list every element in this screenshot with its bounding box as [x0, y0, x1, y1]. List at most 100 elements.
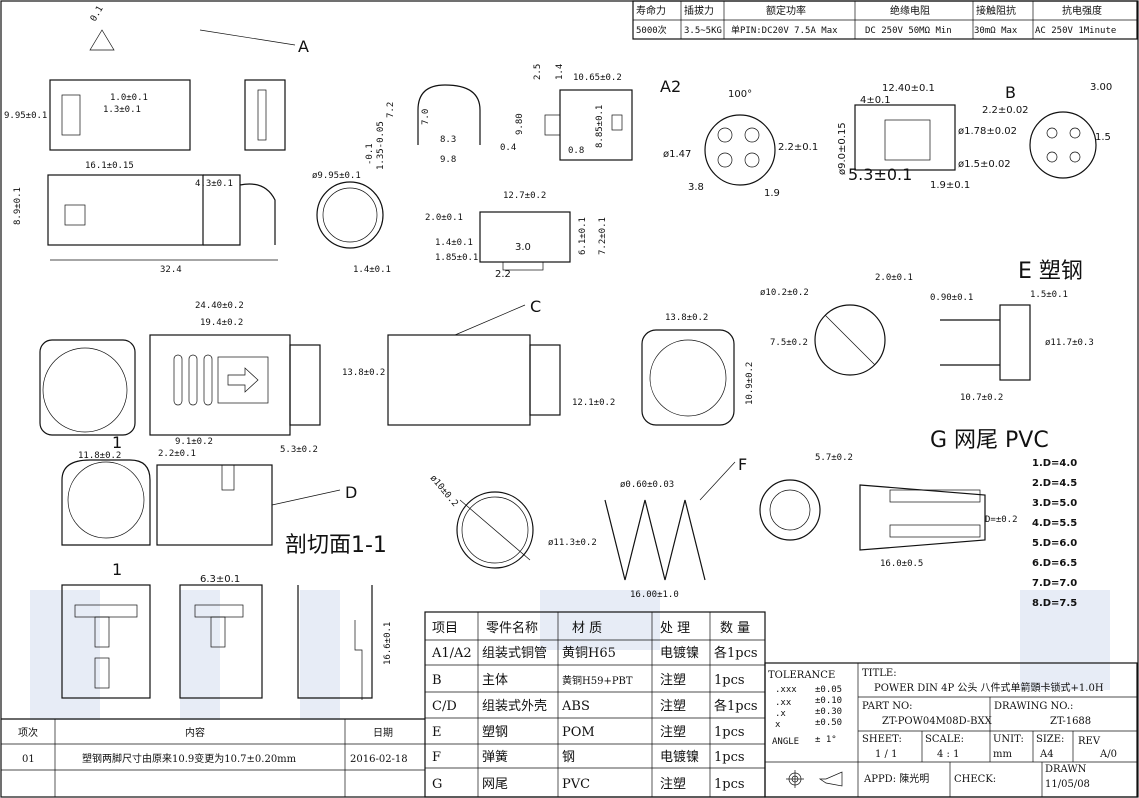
dim: 12.40±0.1: [882, 83, 935, 94]
revision-header: 日期: [373, 727, 393, 739]
bom-cell: E: [432, 725, 442, 740]
bom-cell: 电镀镍: [660, 645, 699, 661]
tol-key: .x: [775, 709, 786, 719]
dim: 7.5±0.2: [770, 338, 808, 348]
revision-cell: 2016-02-18: [350, 754, 408, 765]
unit: mm: [993, 749, 1012, 760]
dim: ø10.2±0.2: [760, 288, 809, 298]
projection-symbol-icon: [786, 770, 843, 788]
dim: 2.0±0.1: [875, 273, 913, 283]
dim: 7.2±0.1: [598, 217, 608, 255]
angle-label: ANGLE: [772, 737, 799, 747]
dim: 16.0±0.5: [880, 559, 923, 569]
part-a2-views: A2 2.5 10.65±0.2 1.4 9.80 8.85±0.1 0.8 1…: [425, 64, 681, 280]
dim: 8.9±0.1: [13, 187, 23, 225]
dim: ø1.5±0.02: [958, 159, 1011, 170]
tol-value: ±0.30: [815, 707, 842, 717]
rev-label: REV: [1078, 736, 1101, 747]
bom-cell: 弹簧: [482, 749, 508, 765]
bom-cell: G: [432, 777, 442, 792]
part-e-views: ø10.2±0.2 2.0±0.1 7.5±0.2 E 塑钢 0.90±0.1 …: [760, 259, 1094, 403]
dim: 1.4±0.1: [435, 238, 473, 248]
dim: 100°: [728, 89, 752, 100]
dim: 16.6±0.1: [383, 622, 393, 665]
sheet-label: SHEET:: [862, 734, 902, 745]
dim: 4.3±0.1: [195, 179, 233, 189]
bom-header: 数 量: [720, 621, 750, 636]
dim: 8.3: [440, 135, 456, 145]
bom-cell: B: [432, 673, 442, 688]
dim: 9.1±0.2: [175, 437, 213, 447]
spec-value: DC 250V 50MΩ Min: [865, 26, 952, 36]
dim: 3.00: [1090, 82, 1112, 93]
section-label: 剖切面1-1: [285, 533, 387, 558]
title-label: TITLE:: [862, 668, 897, 679]
bom-cell: 1pcs: [714, 777, 745, 792]
dim: 16.00±1.0: [630, 590, 679, 600]
dim: 0.90±0.1: [930, 293, 973, 303]
g-size-list: 1.D=4.0 2.D=4.5 3.D=5.0 4.D=5.5 5.D=6.0 …: [1032, 458, 1077, 609]
revision-header: 内容: [185, 726, 205, 739]
spec-header: 插拔力: [684, 4, 714, 17]
spec-header: 抗电强度: [1062, 4, 1102, 17]
dim: ø11.7±0.3: [1045, 338, 1094, 348]
g-size: 2.D=4.5: [1032, 478, 1077, 489]
bom-cell: 组装式外壳: [482, 699, 547, 714]
g-size: 3.D=5.0: [1032, 498, 1077, 509]
spec-value: AC 250V 1Minute: [1035, 26, 1116, 36]
drawn-label: DRAWN: [1045, 764, 1087, 775]
spec-header: 寿命力: [636, 4, 666, 17]
drawing-no: ZT-1688: [1050, 716, 1091, 727]
dim: 0.8: [568, 146, 584, 156]
revision-cell: 01: [22, 754, 35, 765]
revision-header: 项次: [18, 726, 38, 739]
dim: 1.4: [555, 64, 565, 80]
part-no-label: PART NO:: [862, 701, 913, 712]
dim: 16.1±0.15: [85, 161, 134, 171]
dim: ø9.95±0.1: [312, 171, 361, 181]
bom-cell: 1pcs: [714, 673, 745, 688]
dim: 3.0: [515, 242, 531, 253]
bom-cell: 注塑: [660, 699, 686, 714]
section-mark: 1: [112, 560, 122, 579]
label-a2: A2: [660, 77, 681, 96]
drawing-title: POWER DIN 4P 公头 八件式单箭頭卡锁式+1.0H: [874, 681, 1104, 694]
bom-cell: 1pcs: [714, 725, 745, 740]
dim: 13.8±0.2: [342, 368, 385, 378]
dim: 6.3±0.1: [200, 574, 240, 585]
bom-cell: C/D: [432, 699, 457, 714]
title-block: TOLERANCE .xxx ±0.05 .xx ±0.10 .x ±0.30 …: [764, 662, 1138, 798]
dim: 12.7±0.2: [503, 191, 546, 201]
dim: 1.0±0.1: [110, 93, 148, 103]
bom-cell: POM: [562, 725, 595, 740]
dim: D=±0.2: [985, 515, 1018, 525]
dim: 3.8: [688, 182, 704, 193]
dim: 2.2±0.1: [158, 449, 196, 459]
part-d-views: 1 11.8±0.2 9.1±0.2 2.2±0.1 5.3±0.2 D 剖切面…: [61, 433, 387, 558]
dim: -0.1: [365, 143, 375, 165]
revision-table: 项次 内容 日期 01 塑钢两脚尺寸由原来10.9变更为10.7±0.20mm …: [1, 718, 425, 797]
g-size: 5.D=6.0: [1032, 538, 1077, 549]
bom-cell: A1/A2: [431, 646, 472, 661]
dim: 5.3±0.1: [848, 165, 912, 184]
bom-header: 材 质: [572, 621, 602, 636]
bom-cell: 组装式铜管: [482, 646, 547, 661]
tolerance-label: TOLERANCE: [768, 670, 835, 681]
tol-value: ±0.10: [815, 696, 842, 706]
dim: 19.4±0.2: [200, 318, 243, 328]
bom-cell: F: [432, 750, 441, 765]
dim: 0.4: [500, 143, 516, 153]
tol-key: .xx: [775, 698, 792, 708]
tol-value: ±0.50: [815, 718, 842, 728]
label-c: C: [530, 297, 541, 316]
approved-by: APPD: 陳光明: [863, 772, 929, 785]
dim: 10.9±0.2: [745, 362, 755, 405]
dim: 9.95±0.1: [4, 111, 47, 121]
dim: ø1.47: [663, 149, 691, 160]
dim: 2.2±0.1: [778, 142, 818, 153]
spec-header: 绝缘电阻: [890, 4, 930, 17]
bom-header: 项目: [432, 621, 458, 636]
dim: 9.80: [515, 113, 525, 135]
dim: 24.40±0.2: [195, 301, 244, 311]
